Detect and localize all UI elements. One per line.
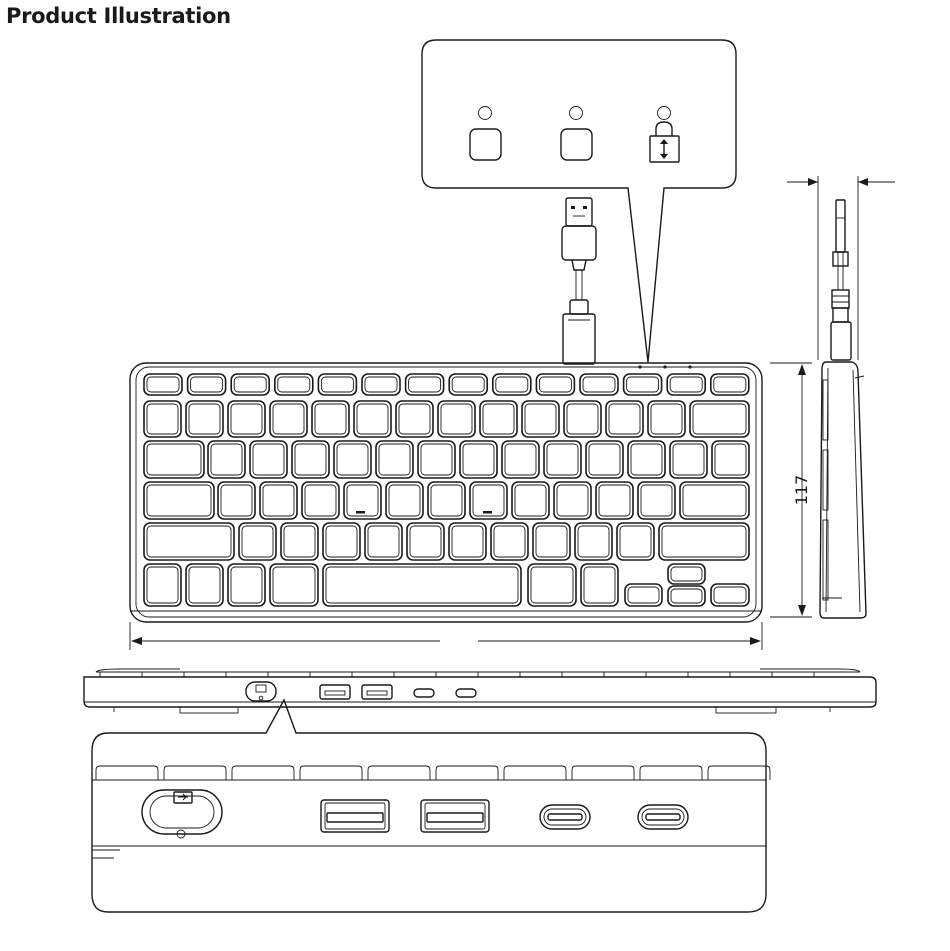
zoom-key-stub xyxy=(504,766,566,780)
keyboard-top-view xyxy=(130,363,762,622)
key xyxy=(564,401,601,437)
usb-a-port-large-1 xyxy=(321,800,389,832)
key xyxy=(218,482,255,519)
key xyxy=(323,523,360,560)
key xyxy=(260,482,297,519)
width-dimension xyxy=(130,622,762,650)
key xyxy=(712,441,749,478)
key xyxy=(581,564,618,606)
height-dimension: 117 xyxy=(770,363,812,617)
key xyxy=(228,401,265,437)
key xyxy=(418,441,455,478)
key xyxy=(502,441,539,478)
zoom-key-stub xyxy=(708,766,770,780)
spacebar-key xyxy=(323,564,521,606)
usb-c-port-small-1 xyxy=(414,689,434,697)
left-shift-key xyxy=(144,523,234,560)
zoom-key-stub xyxy=(300,766,362,780)
key xyxy=(449,523,486,560)
key xyxy=(438,401,475,437)
usb-c-port-large-2 xyxy=(638,805,688,829)
zoom-key-stub xyxy=(436,766,498,780)
usb-a-port-small-2 xyxy=(362,685,392,699)
key xyxy=(365,523,402,560)
indicator-key-1 xyxy=(470,129,501,160)
right-shift-key xyxy=(659,523,749,560)
key xyxy=(292,441,329,478)
key xyxy=(480,401,517,437)
height-dimension-label: 117 xyxy=(792,475,811,506)
key xyxy=(334,441,371,478)
key xyxy=(208,441,245,478)
key xyxy=(606,401,643,437)
key xyxy=(386,482,423,519)
tab-key xyxy=(144,441,204,478)
key xyxy=(144,401,181,437)
key xyxy=(228,564,265,606)
keyboard-side-view xyxy=(787,176,895,618)
key xyxy=(554,482,591,519)
caps-key xyxy=(144,482,214,519)
key xyxy=(670,441,707,478)
key xyxy=(638,482,675,519)
led-3 xyxy=(658,107,671,120)
zoom-key-stub xyxy=(640,766,702,780)
key xyxy=(270,564,318,606)
key xyxy=(491,523,528,560)
key xyxy=(522,401,559,437)
zoom-key-stub xyxy=(164,766,226,780)
key xyxy=(354,401,391,437)
indicator-key-2 xyxy=(561,129,592,160)
port-callout xyxy=(92,700,770,912)
key xyxy=(376,441,413,478)
led-1 xyxy=(479,107,492,120)
key xyxy=(628,441,665,478)
zoom-key-stub xyxy=(232,766,294,780)
power-switch-large xyxy=(142,790,222,838)
zoom-key-stub xyxy=(96,766,158,780)
usb-a-port-small-1 xyxy=(320,685,350,699)
key xyxy=(239,523,276,560)
zoom-key-stub xyxy=(572,766,634,780)
lock-arrow-icon xyxy=(650,122,679,162)
usb-c-port-small-2 xyxy=(456,689,476,697)
key xyxy=(533,523,570,560)
key xyxy=(281,523,318,560)
usb-cable xyxy=(562,198,596,364)
key xyxy=(186,564,223,606)
key xyxy=(512,482,549,519)
key-grid xyxy=(144,374,749,606)
zoom-key-stub xyxy=(368,766,430,780)
key xyxy=(648,401,685,437)
key xyxy=(586,441,623,478)
keyboard-rear-view xyxy=(84,669,876,713)
key xyxy=(460,441,497,478)
key xyxy=(528,564,576,606)
key xyxy=(396,401,433,437)
key xyxy=(617,523,654,560)
key xyxy=(250,441,287,478)
key xyxy=(407,523,444,560)
backspace-key xyxy=(690,401,749,437)
key xyxy=(302,482,339,519)
key xyxy=(186,401,223,437)
key xyxy=(270,401,307,437)
usb-c-port-large-1 xyxy=(540,805,590,829)
key xyxy=(312,401,349,437)
enter-key xyxy=(680,482,749,519)
usb-a-port-large-2 xyxy=(421,800,489,832)
key xyxy=(575,523,612,560)
key xyxy=(144,564,181,606)
key xyxy=(544,441,581,478)
homing-bump xyxy=(483,511,492,514)
key xyxy=(428,482,465,519)
key xyxy=(596,482,633,519)
led-2 xyxy=(570,107,583,120)
homing-bump xyxy=(356,511,365,514)
